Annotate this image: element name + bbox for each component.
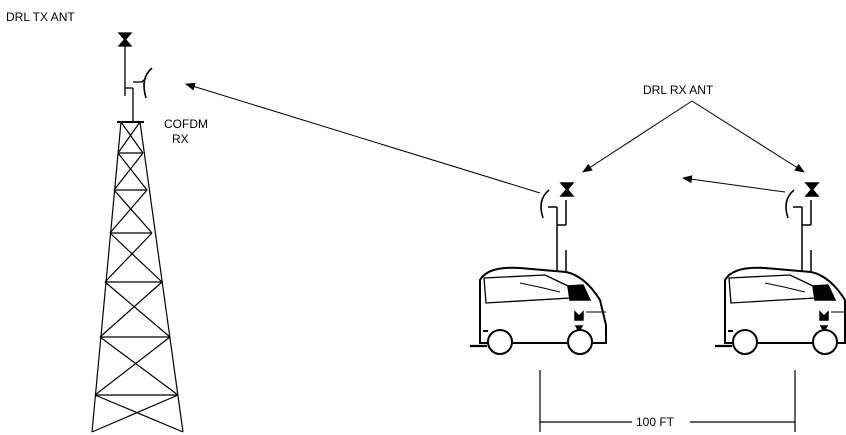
arrow-rx-label-to-van2 bbox=[691, 100, 805, 173]
distance-dimension bbox=[539, 370, 796, 432]
van-right bbox=[715, 182, 846, 355]
tower-tx-antenna bbox=[117, 32, 153, 122]
signal-arrows bbox=[185, 82, 805, 194]
arrow-van-to-tower bbox=[185, 82, 541, 194]
arrow-van2-to-van1 bbox=[682, 175, 786, 193]
rx-antenna-label: DRL RX ANT bbox=[643, 83, 714, 97]
arrow-rx-label-to-van1 bbox=[582, 100, 693, 173]
lattice-tower bbox=[91, 121, 184, 433]
van-left bbox=[470, 182, 607, 355]
cofdm-label-line2: RX bbox=[172, 132, 189, 146]
tx-antenna-label: DRL TX ANT bbox=[6, 10, 75, 24]
cofdm-label-line1: COFDM bbox=[164, 117, 208, 131]
distance-label: 100 FT bbox=[636, 415, 675, 429]
